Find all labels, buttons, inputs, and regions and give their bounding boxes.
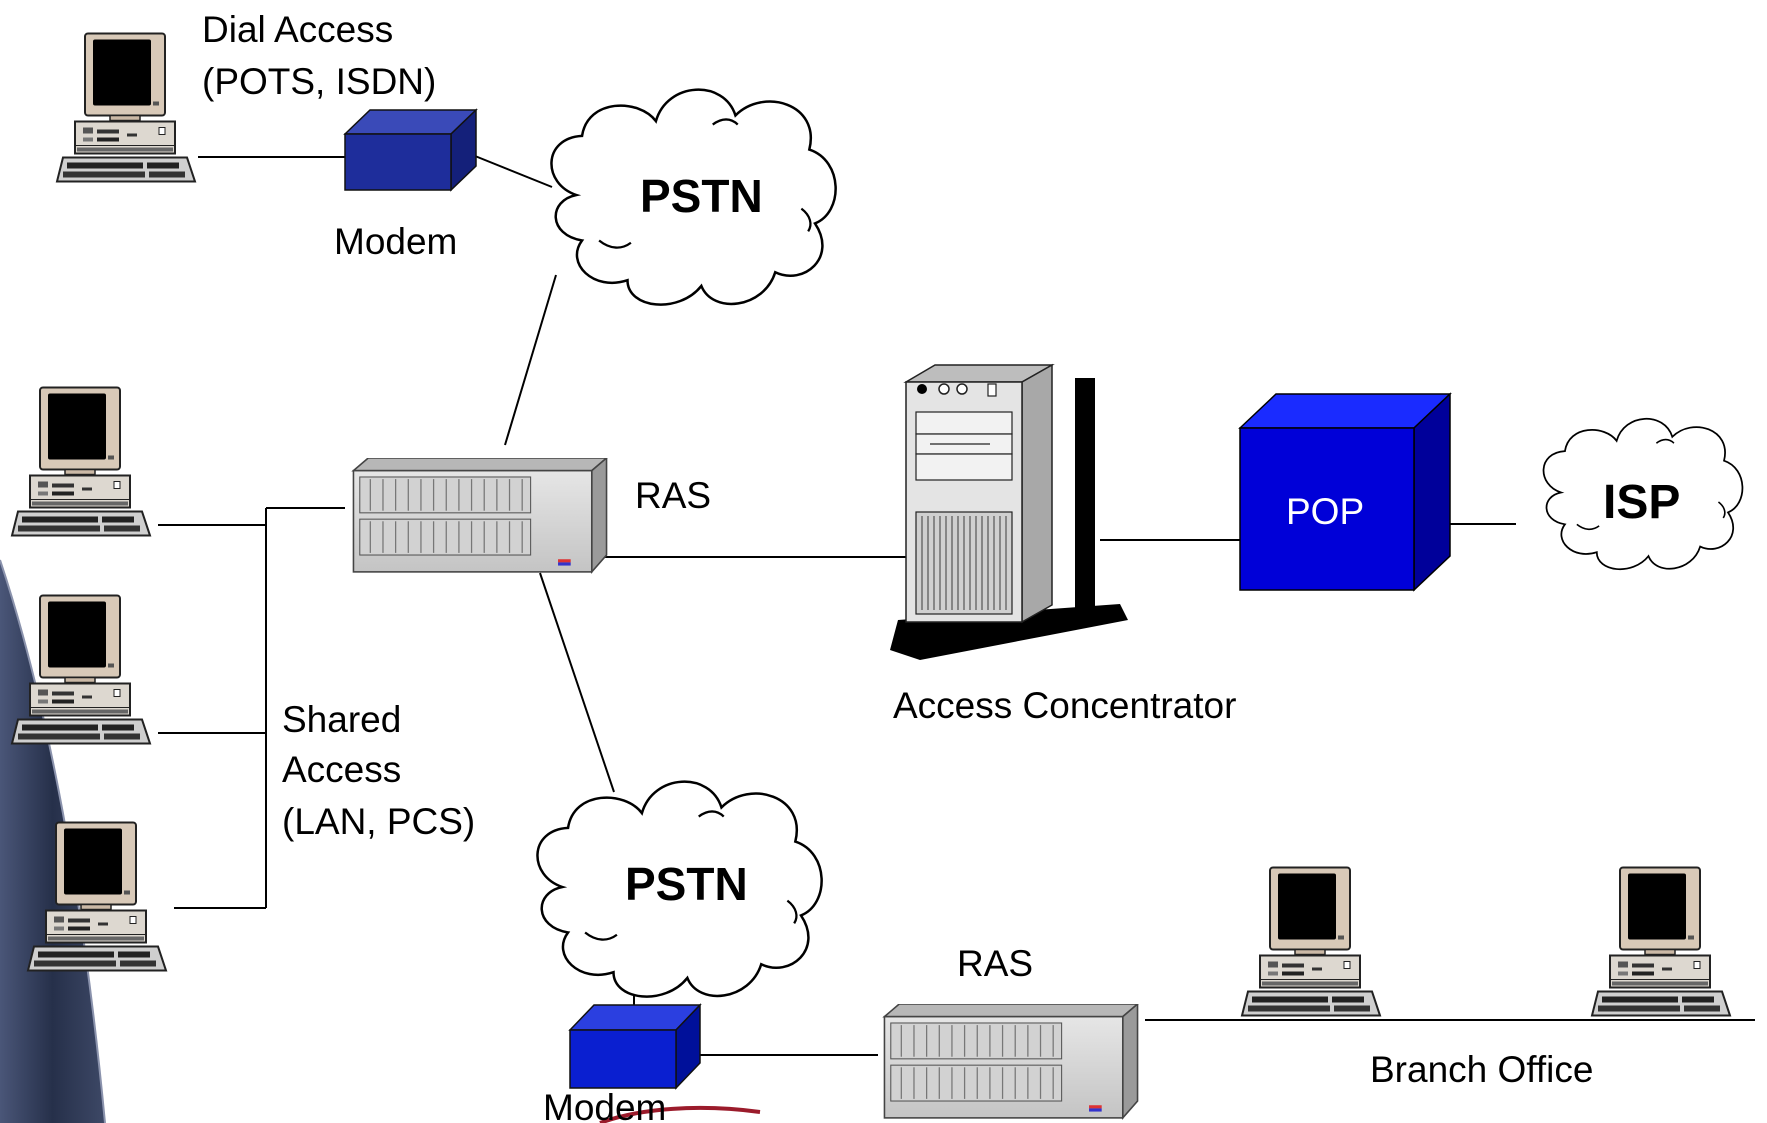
modem-bottom-icon[interactable]: [568, 1003, 702, 1090]
ras-branch-label: RAS: [957, 943, 1033, 984]
access-concentrator-label: Access Concentrator: [893, 685, 1236, 726]
pstn-top-label: PSTN: [640, 170, 763, 222]
shared-access-computer-1-icon[interactable]: [10, 386, 152, 537]
ras-main-label: RAS: [635, 475, 711, 516]
shared-access-label-line3: (LAN, PCS): [282, 801, 475, 842]
slide-decoration-band: [0, 560, 105, 1123]
branch-office-label: Branch Office: [1370, 1049, 1593, 1090]
modem-bottom-label: Modem: [543, 1087, 666, 1123]
pop-box-icon[interactable]: [1238, 392, 1452, 592]
modem-top-label: Modem: [334, 221, 457, 262]
pstn-bottom-label: PSTN: [625, 858, 748, 910]
slide-decoration-band-edge: [0, 559, 106, 1123]
dial-access-computer-icon[interactable]: [55, 32, 197, 183]
shared-access-label-line1: Shared: [282, 699, 401, 740]
decorative-arc: [599, 1105, 761, 1123]
dial-access-label-line2: (POTS, ISDN): [202, 61, 436, 102]
isp-label: ISP: [1603, 476, 1680, 529]
modem-icon[interactable]: [343, 108, 478, 192]
dial-access-label-line1: Dial Access: [202, 9, 393, 50]
ras-branch-server-icon[interactable]: [883, 1004, 1139, 1119]
shared-access-label-line2: Access: [282, 749, 401, 790]
pop-label: POP: [1286, 491, 1364, 532]
access-concentrator-tower-icon[interactable]: [890, 363, 1128, 660]
branch-office-computer-1-icon[interactable]: [1240, 866, 1382, 1017]
connection-lines: [158, 155, 1755, 1056]
branch-office-computer-2-icon[interactable]: [1590, 866, 1732, 1017]
ras-main-server-icon[interactable]: [352, 458, 608, 573]
